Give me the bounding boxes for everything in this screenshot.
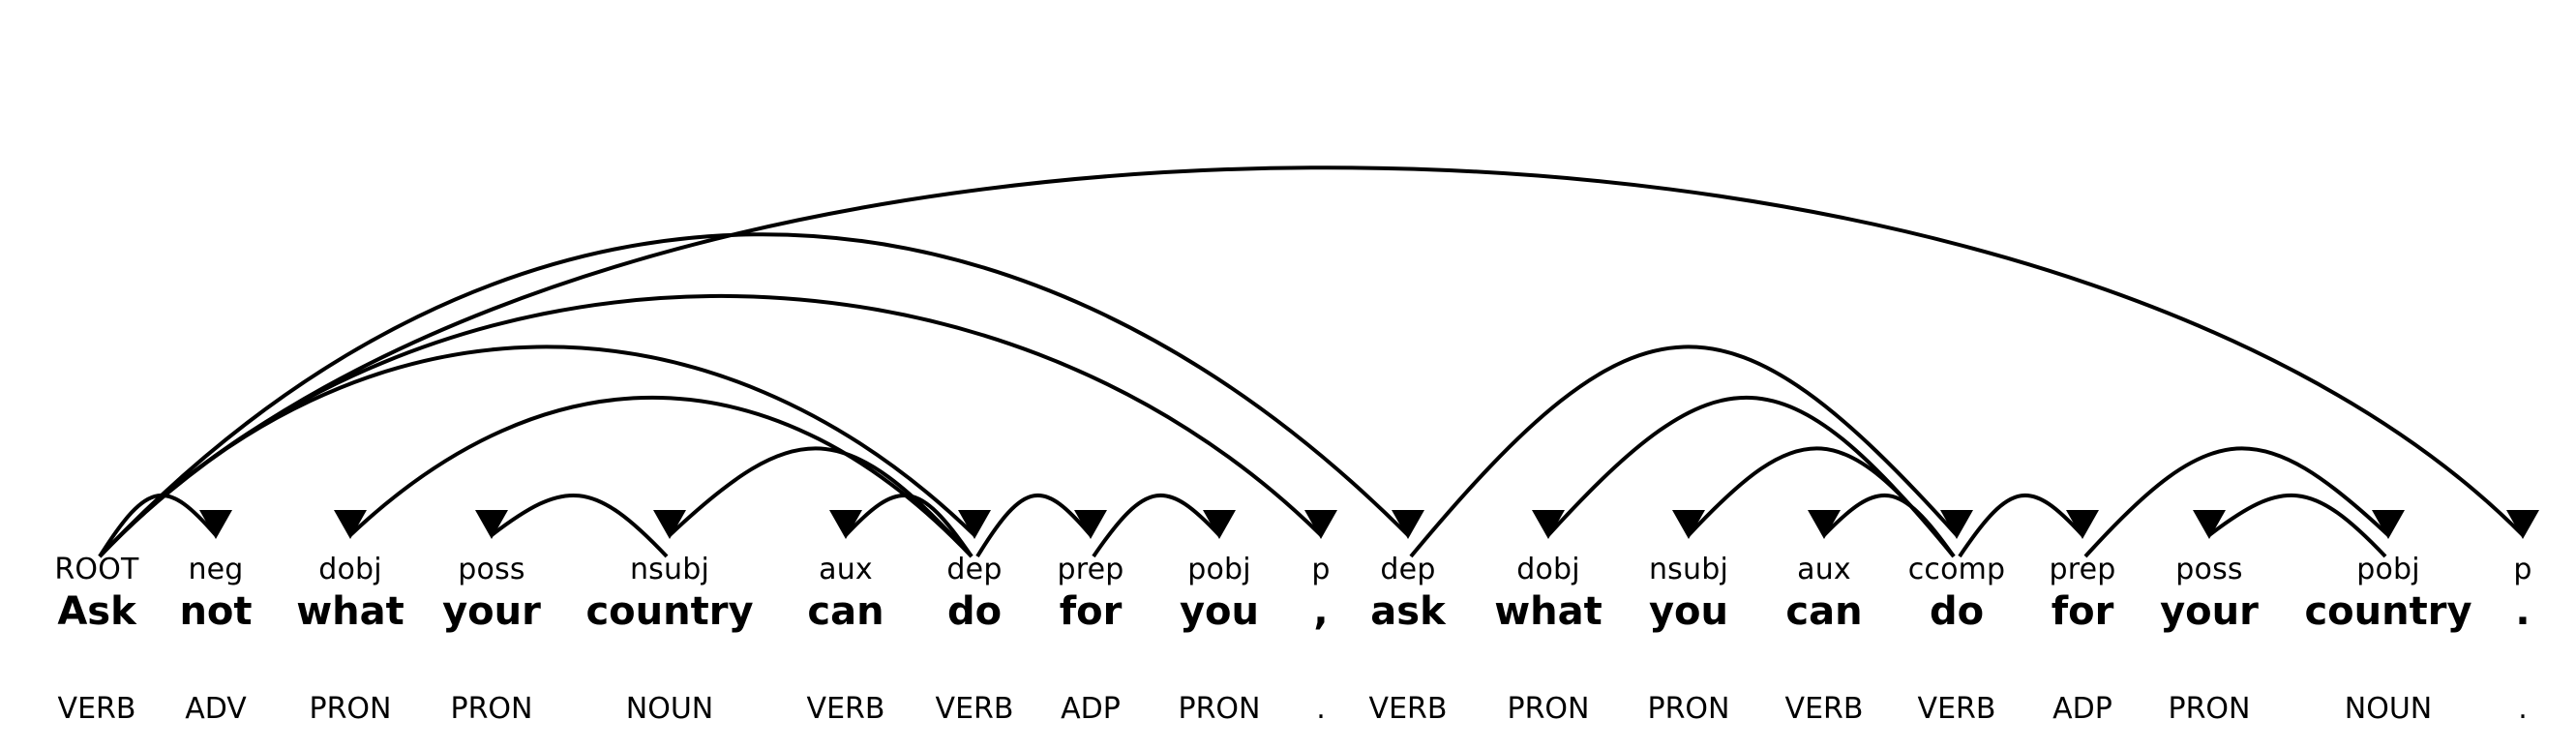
arrowhead-p-9	[1304, 510, 1337, 539]
pos-tag-4-NOUN: NOUN	[626, 692, 713, 726]
pos-tags-layer: VERB ADV PRON PRON NOUN VERB VERB ADP PRON. VERB P…	[58, 692, 2528, 726]
token-word-6[interactable]: do	[947, 589, 1002, 634]
dep-label-3-poss: poss	[458, 553, 524, 586]
arrowhead-pobj-17	[2372, 510, 2405, 539]
arrowhead-nsubj-4	[653, 510, 686, 539]
pos-tag-8-PRON: PRON	[1179, 692, 1261, 726]
token-word-5[interactable]: can	[807, 589, 884, 634]
token-word-10[interactable]: ask	[1370, 589, 1447, 634]
dependency-arc-p-0-18	[98, 165, 2525, 558]
token-word-9[interactable]: ,	[1313, 589, 1328, 634]
dependency-arc-p-0-9	[98, 294, 1323, 558]
arrowhead-dobj-11	[1532, 510, 1565, 539]
pos-tag-7-ADP: ADP	[1061, 692, 1121, 726]
dependency-arc-prep-14-15	[1958, 494, 2084, 558]
arrowhead-prep-7	[1074, 510, 1107, 539]
dependency-arc-aux-6-5	[844, 493, 973, 558]
token-word-0[interactable]: Ask	[57, 589, 137, 634]
arrowhead-pobj-8	[1203, 510, 1236, 539]
token-word-15[interactable]: for	[2052, 589, 2114, 634]
dep-label-14-ccomp: ccomp	[1908, 553, 2006, 586]
dep-label-16-poss: poss	[2175, 553, 2242, 586]
pos-tag-6-VERB: VERB	[936, 692, 1014, 726]
dependency-arc-pobj-15-17	[2083, 446, 2390, 558]
dep-label-1-neg: neg	[188, 553, 243, 586]
arrowhead-poss-3	[475, 510, 508, 539]
pos-tag-15-ADP: ADP	[2052, 692, 2112, 726]
pos-tag-10-VERB: VERB	[1369, 692, 1448, 726]
pos-tag-13-VERB: VERB	[1785, 692, 1864, 726]
dependency-arc-aux-14-13	[1822, 493, 1956, 558]
pos-tag-17-NOUN: NOUN	[2345, 692, 2432, 726]
dep-label-15-prep: prep	[2049, 553, 2115, 586]
token-word-8[interactable]: you	[1180, 589, 1259, 634]
pos-tag-16-PRON: PRON	[2169, 692, 2251, 726]
dep-label-11-dobj: dobj	[1516, 553, 1580, 586]
token-word-1[interactable]: not	[179, 589, 252, 634]
arrowhead-poss-16	[2193, 510, 2226, 539]
dep-label-17-pobj: pobj	[2356, 553, 2420, 586]
token-word-16[interactable]: your	[2160, 589, 2259, 634]
dep-label-18-p: p	[2513, 553, 2531, 586]
pos-tag-1-ADV: ADV	[185, 692, 247, 726]
dep-label-5-aux: aux	[819, 553, 873, 586]
arrowhead-aux-5	[829, 510, 862, 539]
pos-tag-0-VERB: VERB	[58, 692, 136, 726]
dep-label-0-ROOT: ROOT	[54, 553, 139, 586]
pos-tag-9-.: .	[1316, 692, 1326, 726]
pos-tag-2-PRON: PRON	[310, 692, 392, 726]
dep-label-7-prep: prep	[1057, 553, 1123, 586]
pos-tag-14-VERB: VERB	[1918, 692, 1996, 726]
dependency-arc-ccomp-10-14	[1409, 345, 1959, 558]
arrowhead-prep-15	[2066, 510, 2099, 539]
arrowhead-ccomp-14	[1940, 510, 1973, 539]
token-word-13[interactable]: can	[1785, 589, 1862, 634]
token-word-17[interactable]: country	[2304, 589, 2471, 634]
pos-tag-5-VERB: VERB	[807, 692, 885, 726]
dependency-arc-prep-6-7	[975, 494, 1093, 558]
token-word-3[interactable]: your	[442, 589, 541, 634]
dependency-arc-nsubj-6-4	[668, 446, 973, 558]
dependency-arc-nsubj-14-12	[1687, 446, 1956, 558]
dep-label-8-pobj: pobj	[1187, 553, 1251, 586]
arrowhead-dep-6	[958, 510, 991, 539]
arrowhead-dep-10	[1392, 510, 1424, 539]
arrowhead-aux-13	[1808, 510, 1841, 539]
dep-label-13-aux: aux	[1797, 553, 1851, 586]
dependency-arc-neg-0-1	[98, 494, 218, 558]
arrowhead-p-18	[2506, 510, 2539, 539]
dep-label-2-dobj: dobj	[318, 553, 382, 586]
token-word-12[interactable]: you	[1649, 589, 1728, 634]
arcs-layer	[98, 165, 2525, 558]
dependency-arc-poss-17-16	[2207, 494, 2387, 558]
dep-labels-layer: ROOT neg dobj poss nsubj aux dep prep pobj p dep do…	[54, 553, 2531, 586]
arrowhead-neg-1	[199, 510, 232, 539]
arrowhead-nsubj-12	[1672, 510, 1705, 539]
token-word-2[interactable]: what	[296, 589, 404, 634]
dep-label-10-dep: dep	[1380, 553, 1435, 586]
dep-label-4-nsubj: nsubj	[630, 553, 709, 586]
arrowhead-dobj-2	[334, 510, 367, 539]
token-word-18[interactable]: .	[2515, 589, 2530, 634]
token-word-11[interactable]: what	[1494, 589, 1603, 634]
pos-tag-11-PRON: PRON	[1508, 692, 1590, 726]
dependency-arc-pobj-7-8	[1092, 493, 1221, 558]
dependency-arc-dep-0-10	[98, 232, 1410, 558]
pos-tag-3-PRON: PRON	[451, 692, 533, 726]
token-word-7[interactable]: for	[1060, 589, 1123, 634]
pos-tag-12-PRON: PRON	[1648, 692, 1730, 726]
dependency-arc-dobj-6-2	[348, 395, 973, 558]
dep-label-6-dep: dep	[946, 553, 1002, 586]
dep-label-12-nsubj: nsubj	[1649, 553, 1728, 586]
arrowheads-layer	[199, 510, 2539, 539]
token-word-14[interactable]: do	[1930, 589, 1984, 634]
dep-label-9-p: p	[1311, 553, 1330, 586]
token-word-4[interactable]: country	[585, 589, 753, 634]
dependency-arc-poss-4-3	[490, 494, 669, 558]
pos-tag-18-.: .	[2518, 692, 2528, 726]
